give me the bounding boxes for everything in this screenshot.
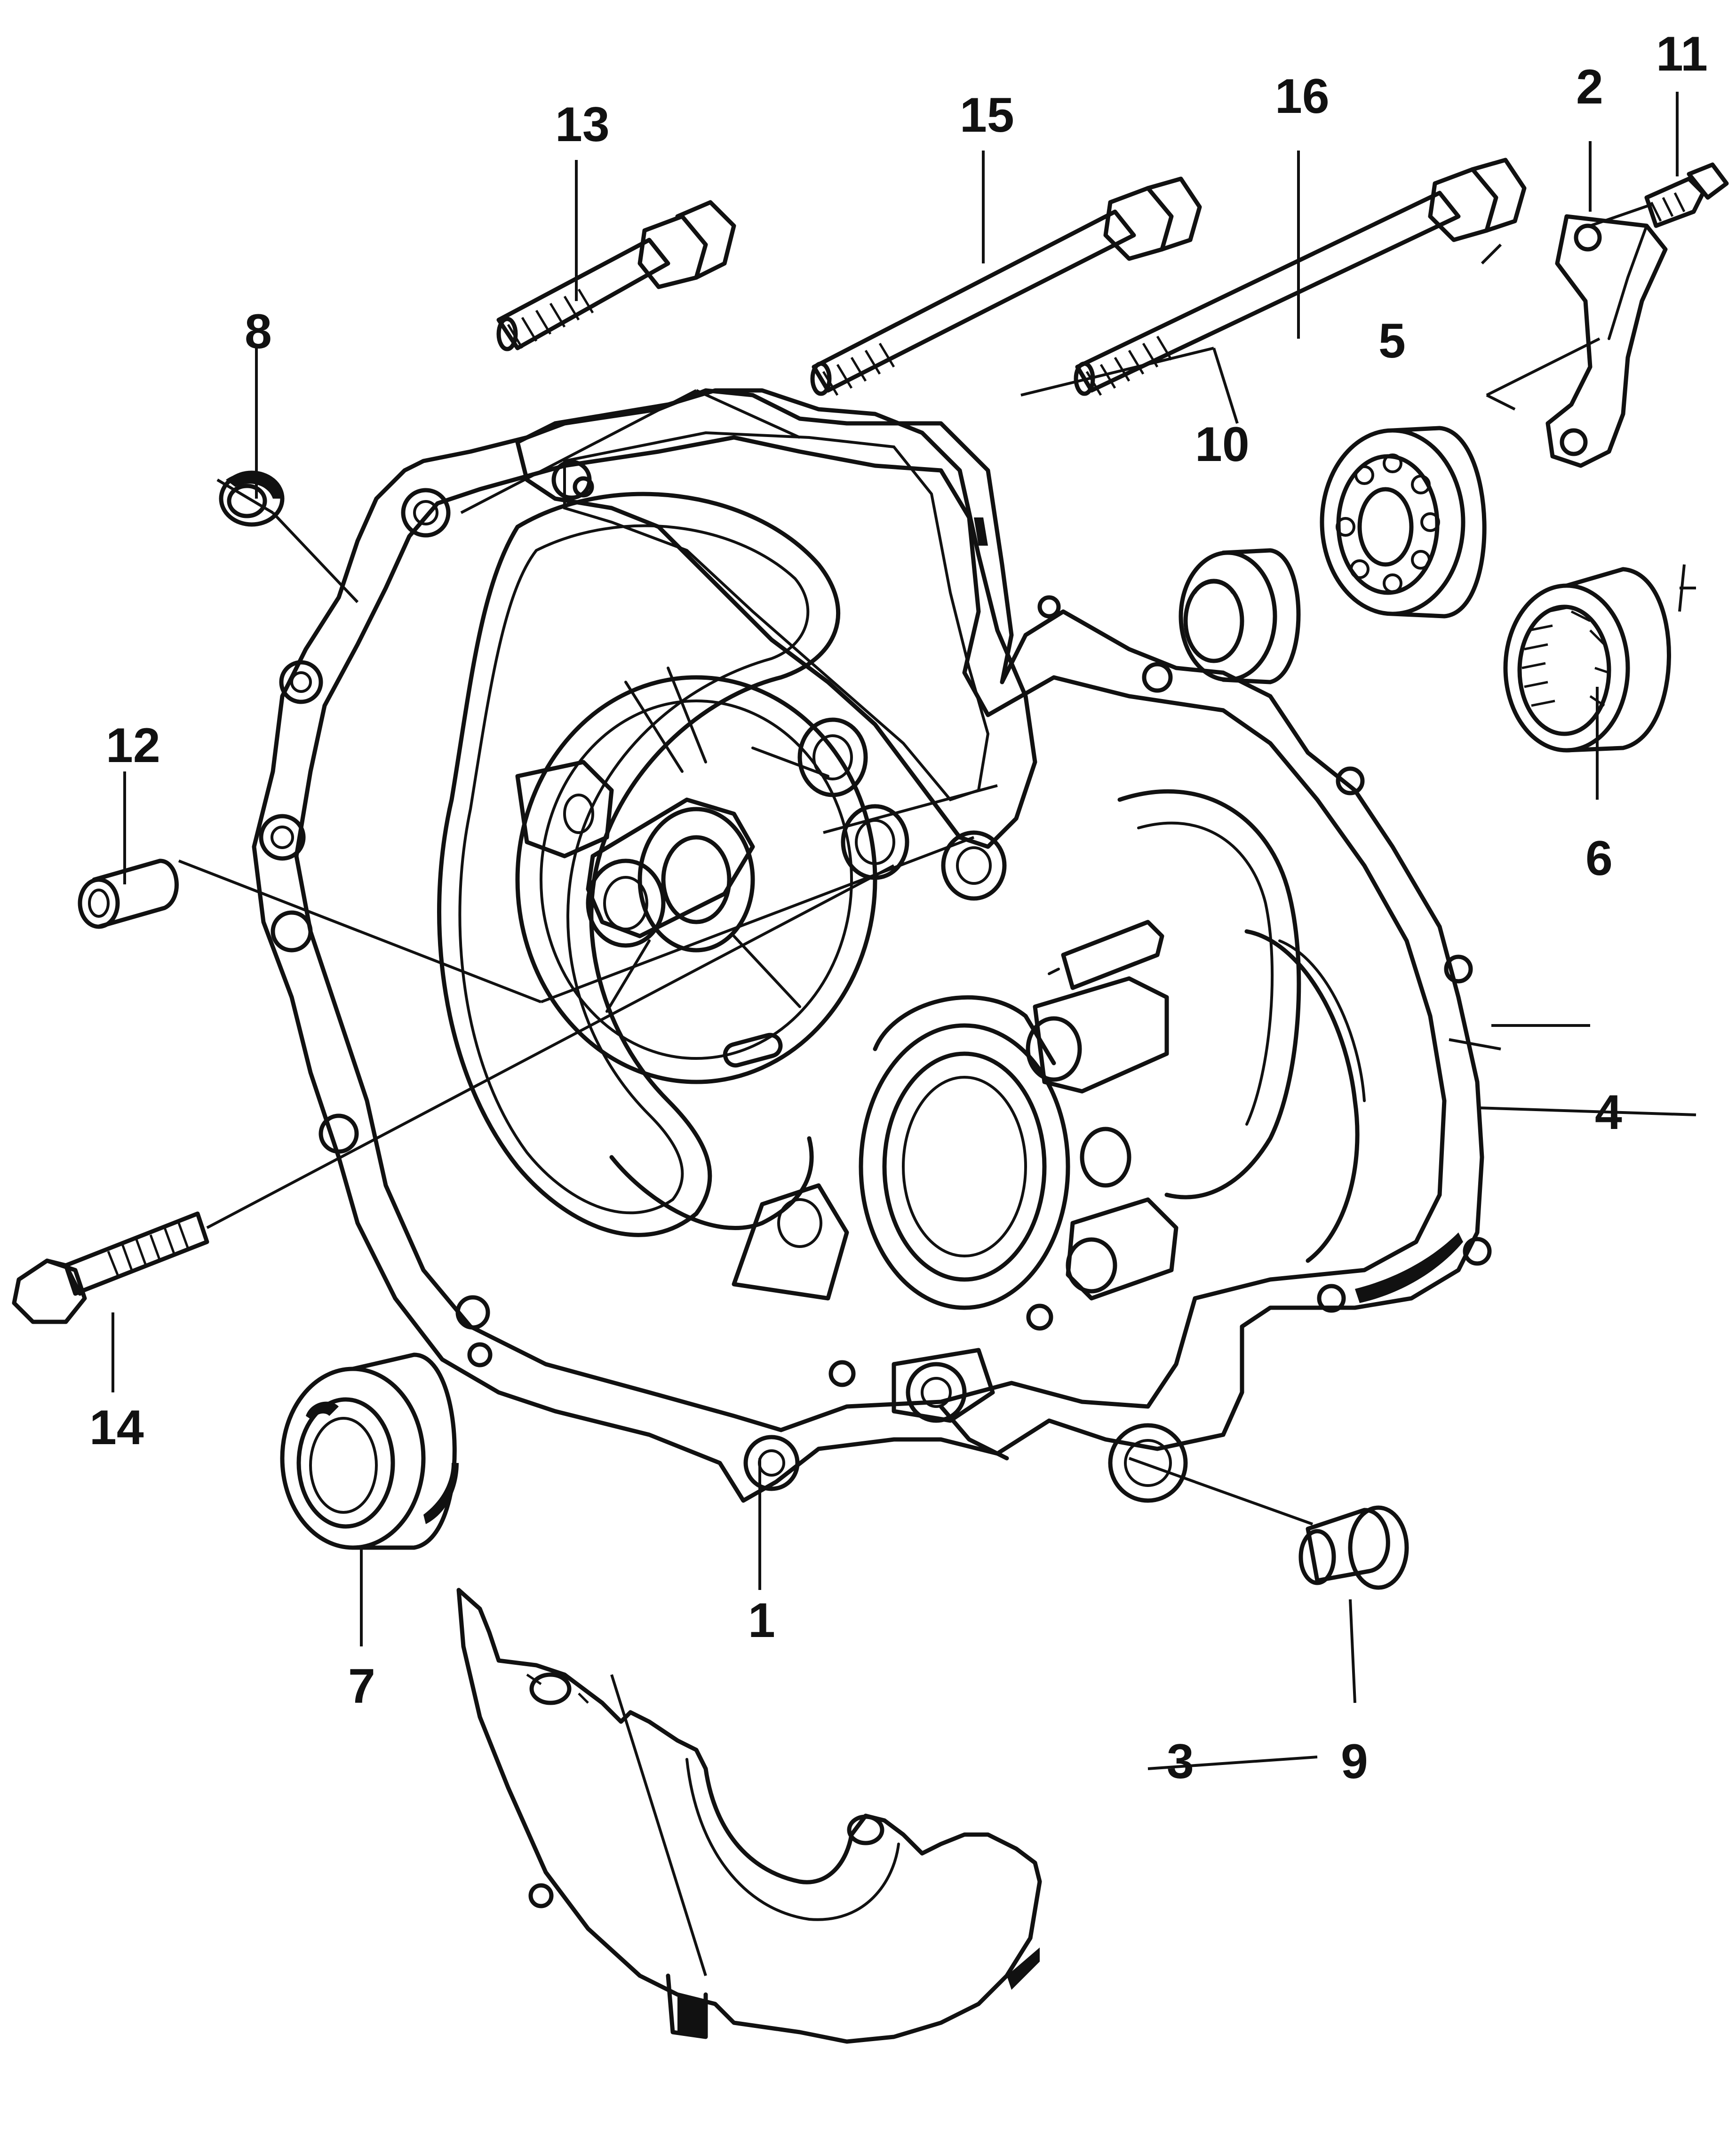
flange-bolt-long-16 (1074, 158, 1527, 396)
flange-bolt-short (496, 200, 736, 351)
callout-8: 8 (245, 304, 272, 359)
small-washer (219, 470, 285, 527)
callout-4: 4 (1595, 1085, 1622, 1140)
callout-15: 15 (960, 88, 1014, 143)
bearing-set-plate (1545, 214, 1668, 468)
dowel-pin (78, 858, 179, 929)
callout-9: 9 (1341, 1734, 1368, 1789)
callout-11: 11 (1656, 27, 1708, 81)
flange-bolt-long-15 (810, 176, 1202, 396)
ball-bearing (1320, 426, 1487, 619)
collar (1298, 1505, 1409, 1590)
guide-plate (456, 1588, 1042, 2044)
needle-bearing (1503, 567, 1671, 753)
flange-bolt-holes (259, 460, 1492, 1503)
callout-13: 13 (555, 97, 610, 152)
small-screw (1644, 162, 1729, 228)
callout-2: 2 (1576, 60, 1603, 114)
callout-14: 14 (89, 1400, 144, 1455)
hex-bolt (12, 1211, 209, 1324)
oil-seal-7 (280, 1352, 459, 1550)
callout-12: 12 (106, 718, 160, 773)
callout-16: 16 (1275, 69, 1330, 124)
callout-10: 10 (1195, 417, 1250, 472)
oil-seal-10 (1179, 548, 1301, 684)
crankcase-half (252, 388, 1492, 1503)
callout-7: 7 (348, 1659, 375, 1714)
callout-1: 1 (748, 1593, 775, 1648)
callout-3: 3 (1167, 1734, 1194, 1789)
callout-5: 5 (1378, 314, 1406, 368)
callout-6: 6 (1585, 831, 1613, 886)
callout-labels: 1 2 3 4 5 6 7 8 9 10 11 12 13 14 15 16 (89, 27, 1708, 1789)
